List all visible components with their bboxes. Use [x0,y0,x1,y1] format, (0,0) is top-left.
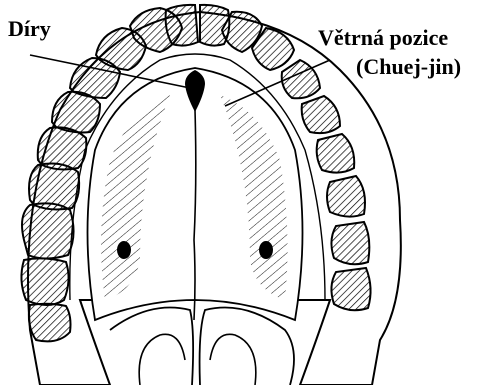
holes-label: Díry [8,18,51,40]
palatine-foramen-arc [139,334,256,385]
tooth [29,164,79,210]
wind-position-sublabel: (Chuej-jin) [356,56,461,78]
tooth [331,268,370,310]
tooth [21,258,68,305]
palatine-hole-left [117,241,131,259]
tooth [331,222,369,264]
wind-position-label: Větrná pozice [318,27,448,49]
tooth [317,134,355,173]
palatine-hole-right [259,241,273,259]
tooth [29,304,71,342]
tooth [38,127,87,169]
tooth [327,176,365,217]
palatine-outline [110,308,294,385]
tooth [166,5,198,46]
tooth [22,203,74,258]
